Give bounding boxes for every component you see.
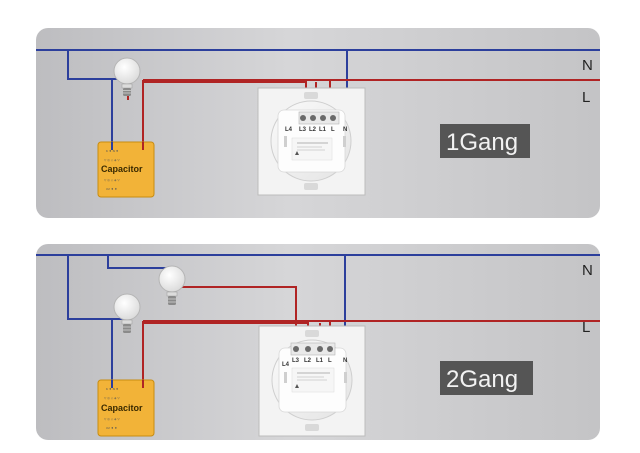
diagram-2gang: N L K ♦ N ♦ ▽ ◎ ◇ ◈ ▽ Capacitor ▽ ◎ ◇ ◈ … (36, 244, 600, 440)
switch-module-2gang: L3 L2 L1 L N L4 (258, 325, 366, 437)
terminal-label: L2 (309, 127, 317, 133)
svg-text:▽ ◎ ◇ ◈ ▽: ▽ ◎ ◇ ◈ ▽ (104, 417, 120, 421)
terminal-label: L3 (299, 127, 307, 133)
gang-badge: 1Gang (440, 124, 530, 158)
neutral-wire (36, 254, 600, 387)
terminal-label: L1 (316, 358, 324, 364)
capacitor: K ♦ N ♦ ▽ ◎ ◇ ◈ ▽ Capacitor ▽ ◎ ◇ ◈ ▽ X2… (97, 141, 155, 198)
terminal-label: L (328, 358, 332, 364)
switch-module-1gang: L3 L2 L1 L N L4 (257, 87, 366, 196)
terminal-label: L4 (285, 127, 293, 133)
svg-text:▽ ◎ ◇ ◈ ▽: ▽ ◎ ◇ ◈ ▽ (104, 396, 120, 400)
terminal-label: N (343, 127, 347, 133)
terminal-label: L2 (304, 358, 312, 364)
svg-text:X2 ♦ ♦: X2 ♦ ♦ (106, 187, 118, 191)
terminal-label: L (331, 127, 335, 133)
svg-text:▽ ◎ ◇ ◈ ▽: ▽ ◎ ◇ ◈ ▽ (104, 178, 120, 182)
capacitor: K ♦ N ♦ ▽ ◎ ◇ ◈ ▽ Capacitor ▽ ◎ ◇ ◈ ▽ X2… (97, 379, 155, 437)
svg-text:K ♦ N ♦: K ♦ N ♦ (106, 387, 119, 391)
terminal-block: L3 L2 L1 L N L4 (285, 111, 347, 133)
terminal-label: N (343, 358, 347, 364)
live-label: L (582, 319, 590, 336)
neutral-label: N (582, 57, 593, 74)
terminal-label: L4 (282, 362, 290, 368)
light-bulb-icon (158, 265, 186, 305)
terminal-label: L1 (319, 127, 327, 133)
warning-icon (295, 151, 299, 155)
svg-text:X2 ♦ ♦: X2 ♦ ♦ (106, 426, 118, 430)
warning-icon (295, 384, 299, 388)
capacitor-label: Capacitor (101, 164, 143, 174)
svg-text:▽ ◎ ◇ ◈ ▽: ▽ ◎ ◇ ◈ ▽ (104, 158, 120, 162)
capacitor-label: Capacitor (101, 403, 143, 413)
gang-badge: 2Gang (440, 361, 533, 395)
svg-text:K ♦ N ♦: K ♦ N ♦ (106, 149, 119, 153)
light-bulb-icon (113, 293, 141, 333)
live-label: L (582, 89, 590, 106)
gang-label: 2Gang (446, 366, 518, 393)
terminal-block: L3 L2 L1 L N L4 (282, 342, 347, 368)
light-bulb-icon (113, 57, 141, 96)
diagram-1gang: N L K ♦ N ♦ ▽ ◎ ◇ ◈ ▽ Capacitor ▽ ◎ ◇ ◈ … (36, 28, 600, 218)
neutral-label: N (582, 262, 593, 279)
gang-label: 1Gang (446, 129, 518, 156)
terminal-label: L3 (292, 358, 300, 364)
